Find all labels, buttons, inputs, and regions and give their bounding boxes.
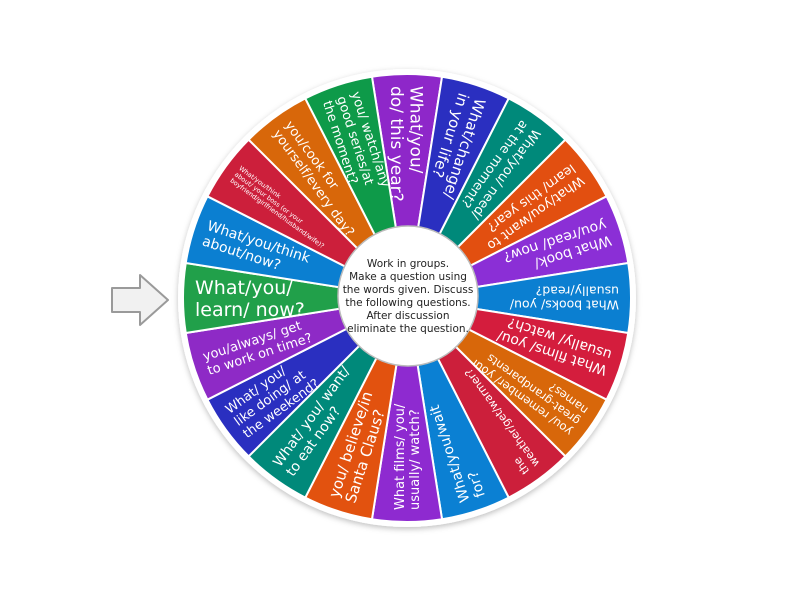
instruction-line: the words given. Discuss [342, 284, 474, 296]
segment-label-line: What/you/ [406, 86, 426, 174]
segment-label-line: What films/ you/ [393, 403, 408, 510]
segment-label: What books/ you/usually/read? [509, 283, 619, 312]
segment-label-line: learn/ now? [195, 299, 305, 321]
instruction-line: Make a question using [349, 271, 467, 283]
segment-label: What/you/do/ this year? [386, 86, 426, 202]
instruction-line: Work in groups. [366, 258, 450, 270]
instruction-line: eliminate the question. [347, 323, 469, 335]
pointer-arrow-icon [111, 274, 169, 326]
segment-label-line: for? [465, 469, 488, 499]
instruction-line: After discussion [366, 310, 450, 322]
segment-label: What/you/learn/ now? [195, 277, 305, 321]
segment-label-line: usually/read? [536, 283, 619, 298]
segment-label-line: do/ this year? [386, 86, 406, 202]
segment-label-line: What/you/ [195, 277, 293, 299]
segment-label-line: What books/ you/ [509, 298, 619, 313]
segment-label-line: usually/ watch? [408, 409, 423, 510]
segment-label: What films/ you/usually/ watch? [393, 403, 423, 510]
instruction-line: the following questions. [345, 297, 471, 309]
wheel-hub [337, 225, 479, 367]
instructions-text: Work in groups. Make a question using th… [340, 258, 476, 336]
